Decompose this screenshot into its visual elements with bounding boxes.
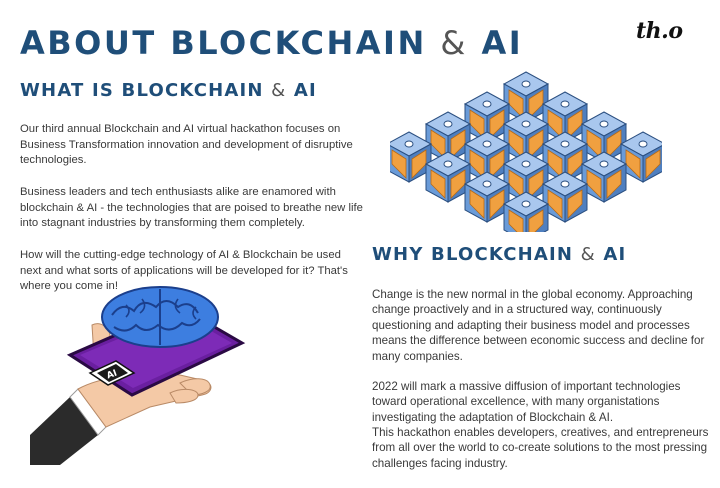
what-paragraph-1: Our third annual Blockchain and AI virtu…	[20, 123, 353, 166]
brain-shape	[101, 286, 219, 348]
what-title-end: AI	[293, 80, 317, 101]
why-paragraph-2: 2022 will mark a massive diffusion of im…	[372, 380, 681, 424]
why-title-amp: &	[580, 244, 596, 265]
finger-shape-2	[169, 388, 199, 404]
brain-phone-icon: AI	[30, 286, 246, 465]
why-paragraph-1: Change is the new normal in the global e…	[372, 288, 705, 363]
why-section-title: WHY BLOCKCHAIN & AI	[372, 244, 626, 265]
block-cube	[541, 171, 589, 223]
why-paragraph-3: This hackathon enables developers, creat…	[372, 426, 709, 470]
why-title-main: WHY BLOCKCHAIN	[372, 244, 574, 265]
block-cube	[619, 131, 662, 183]
block-cube	[463, 171, 511, 223]
ai-chip-label: AI	[105, 369, 118, 382]
sleeve-shape	[30, 397, 98, 465]
blockchain-cubes-icon	[390, 71, 662, 232]
page-title: ABOUT BLOCKCHAIN & AI	[20, 24, 523, 62]
why-title-end: AI	[603, 244, 627, 265]
block-cube	[541, 91, 589, 143]
what-title-amp: &	[271, 80, 287, 101]
page-title-end: AI	[481, 24, 524, 62]
page-title-amp: &	[440, 24, 468, 62]
what-paragraph-2: Business leaders and tech enthusiasts al…	[20, 186, 363, 229]
page-title-main: ABOUT BLOCKCHAIN	[20, 24, 427, 62]
block-cube	[390, 131, 433, 183]
ai-chip: AI	[88, 360, 136, 386]
block-cube	[502, 191, 550, 232]
block-cube	[580, 151, 628, 203]
what-title-main: WHAT IS BLOCKCHAIN	[20, 80, 264, 101]
cube-layer	[390, 71, 662, 232]
block-cube	[424, 151, 472, 203]
brand-logo: th.o	[636, 18, 683, 44]
what-paragraph-3: How will the cutting-edge technology of …	[20, 249, 348, 292]
what-section-title: WHAT IS BLOCKCHAIN & AI	[20, 80, 317, 101]
